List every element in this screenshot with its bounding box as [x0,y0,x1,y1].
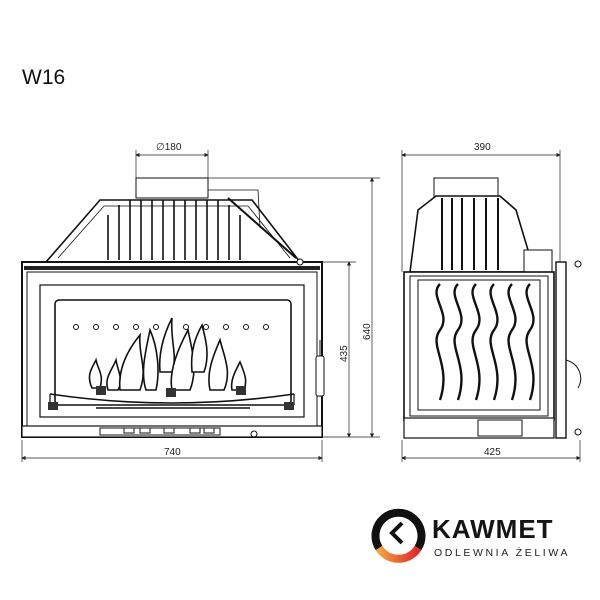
total-height-label: 640 [362,323,373,340]
front-view [21,177,325,438]
side-view [403,177,582,439]
front-dimensions [21,150,380,462]
brand-name: KAWMET [432,514,554,544]
side-bottom-depth-label: 425 [484,447,501,458]
model-title: W16 [22,66,66,89]
side-dimensions [401,150,581,462]
front-width-label: 740 [164,447,181,458]
brand-tagline: ODLEWNIA ŻELIWA [434,547,571,559]
side-top-depth-label: 390 [474,142,491,153]
flue-diameter-label: ∅180 [156,142,182,153]
front-body-height-label: 435 [339,345,350,362]
kawmet-logo-icon [371,508,426,563]
